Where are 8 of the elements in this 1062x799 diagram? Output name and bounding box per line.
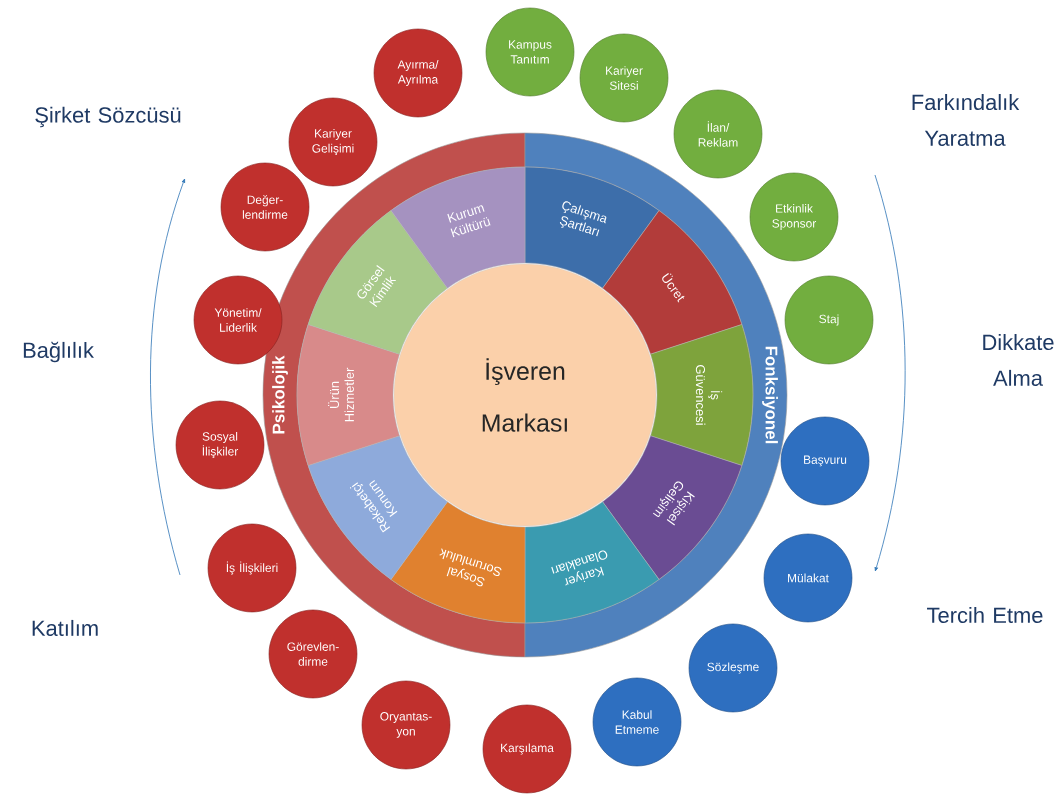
stage-label: Katılım — [32, 619, 98, 637]
stage-label: Şirket Sözcüsü — [35, 106, 181, 128]
ring-segment: Ürün Hizmetler — [296, 324, 400, 466]
stage-label: Tercih Etme — [927, 606, 1043, 624]
stage-label: Dikkate Alma — [983, 334, 1054, 386]
ring-segment: İş Güvencesi — [650, 324, 754, 466]
stage-label: Bağlılık — [23, 341, 94, 363]
stage-label: Farkındalık Yaratma — [912, 94, 1020, 146]
